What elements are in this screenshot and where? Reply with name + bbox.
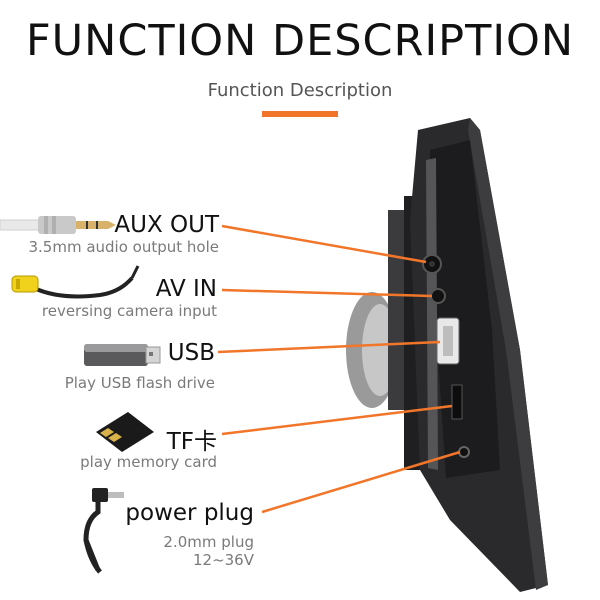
- page-subtitle: Function Description: [207, 80, 393, 101]
- mount-arm: [346, 210, 406, 410]
- feature-desc-usb: Play USB flash drive: [64, 374, 215, 392]
- feature-voltage-power-plug: 12~36V: [192, 551, 254, 569]
- leader-lines: [217, 224, 461, 514]
- page-title: FUNCTION DESCRIPTION: [25, 16, 575, 66]
- device-body: [404, 118, 548, 592]
- audio-jack-icon: [0, 216, 116, 234]
- feature-desc-aux-out: 3.5mm audio output hole: [28, 238, 219, 256]
- feature-label-aux-out: AUX OUT: [114, 212, 219, 238]
- feature-desc-tf: play memory card: [80, 453, 217, 471]
- feature-label-tf: TF卡: [166, 429, 217, 455]
- sd-card-icon: [96, 412, 154, 452]
- feature-label-usb: USB: [167, 340, 215, 366]
- feature-label-power-plug: power plug: [125, 500, 254, 526]
- usb-drive-icon: [84, 344, 161, 366]
- av-port: [430, 288, 446, 304]
- feature-label-av-in: AV IN: [155, 276, 217, 302]
- power-plug-icon: [83, 488, 124, 574]
- power-port: [458, 446, 470, 458]
- accent-bar: [262, 111, 338, 117]
- feature-desc-power-plug: 2.0mm plug: [163, 533, 254, 551]
- rca-cable-icon: [11, 265, 140, 299]
- tf-slot: [451, 384, 463, 420]
- feature-desc-av-in: reversing camera input: [41, 302, 217, 320]
